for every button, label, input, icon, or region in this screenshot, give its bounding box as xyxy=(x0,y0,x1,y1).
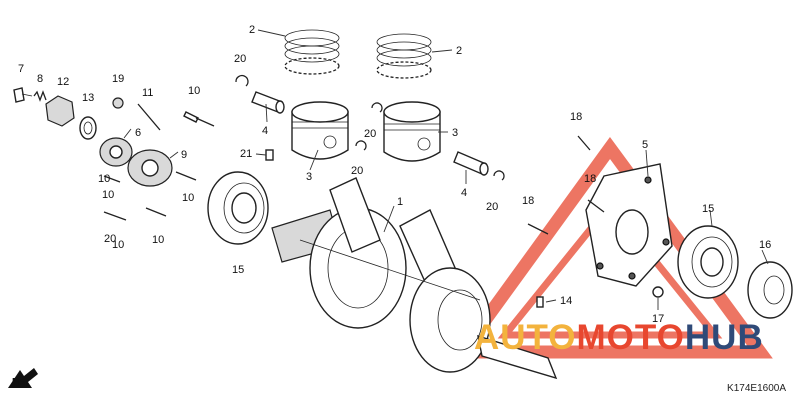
piston-rings-left xyxy=(284,29,340,75)
callout: 20 xyxy=(364,128,376,140)
side-plate xyxy=(585,163,673,287)
callout: 3 xyxy=(306,171,312,183)
bearing-right xyxy=(677,225,739,299)
piston-left xyxy=(291,101,349,160)
watermark-logo: AUTOMOTOHUB xyxy=(474,318,764,358)
callout: 20 xyxy=(486,201,498,213)
bearing-left xyxy=(207,171,269,245)
callout: 18 xyxy=(584,173,596,185)
callout: 8 xyxy=(37,73,43,85)
diagram-code: K174E1600A xyxy=(727,383,786,394)
callout: 16 xyxy=(759,239,771,251)
bolts-right xyxy=(527,135,664,308)
callout: 18 xyxy=(570,111,582,123)
callout: 2 xyxy=(249,24,255,36)
direction-label: FR. xyxy=(12,377,29,388)
callout: 17 xyxy=(652,313,664,325)
callout: 10 xyxy=(152,234,164,246)
callout: 12 xyxy=(57,76,69,88)
callout: 3 xyxy=(452,127,458,139)
callout: 2 xyxy=(456,45,462,57)
callout: 4 xyxy=(262,125,268,137)
logo-part-hub: HUB xyxy=(684,318,764,357)
callout: 20 xyxy=(351,165,363,177)
callout: 21 xyxy=(240,148,252,160)
callout: 20 xyxy=(104,233,116,245)
direction-arrow-icon xyxy=(8,368,38,388)
piston-pin-right xyxy=(453,151,489,176)
callout: 20 xyxy=(234,53,246,65)
callout: 9 xyxy=(181,149,187,161)
callout: 10 xyxy=(98,173,110,185)
callout-labels: 1 2 2 3 3 4 4 5 6 7 8 9 10 10 10 10 10 1… xyxy=(18,24,771,325)
callout: 15 xyxy=(702,203,714,215)
piston-pin-left xyxy=(251,91,285,114)
clips xyxy=(235,74,505,181)
oil-seal xyxy=(747,261,793,319)
callout: 1 xyxy=(397,196,403,208)
callout: 11 xyxy=(142,87,153,99)
callout: 18 xyxy=(522,195,534,207)
crankshaft xyxy=(271,177,558,380)
callout: 5 xyxy=(642,139,648,151)
callout: 7 xyxy=(18,63,24,75)
callout: 15 xyxy=(232,264,244,276)
callout: 6 xyxy=(135,127,141,139)
piston-rings-right xyxy=(376,33,432,79)
callout: 10 xyxy=(182,192,194,204)
logo-part-moto: MOTO xyxy=(576,318,685,357)
callout: 4 xyxy=(461,187,467,199)
leaders xyxy=(123,29,769,310)
callout: 10 xyxy=(188,85,200,97)
callout: 13 xyxy=(82,92,94,104)
callout: 19 xyxy=(112,73,124,85)
logo-part-auto: AUTO xyxy=(474,318,577,357)
piston-right xyxy=(383,101,441,162)
small-parts-left xyxy=(13,87,274,221)
callout: 10 xyxy=(102,189,114,201)
callout: 14 xyxy=(560,295,572,307)
callout: 10 xyxy=(112,239,124,251)
